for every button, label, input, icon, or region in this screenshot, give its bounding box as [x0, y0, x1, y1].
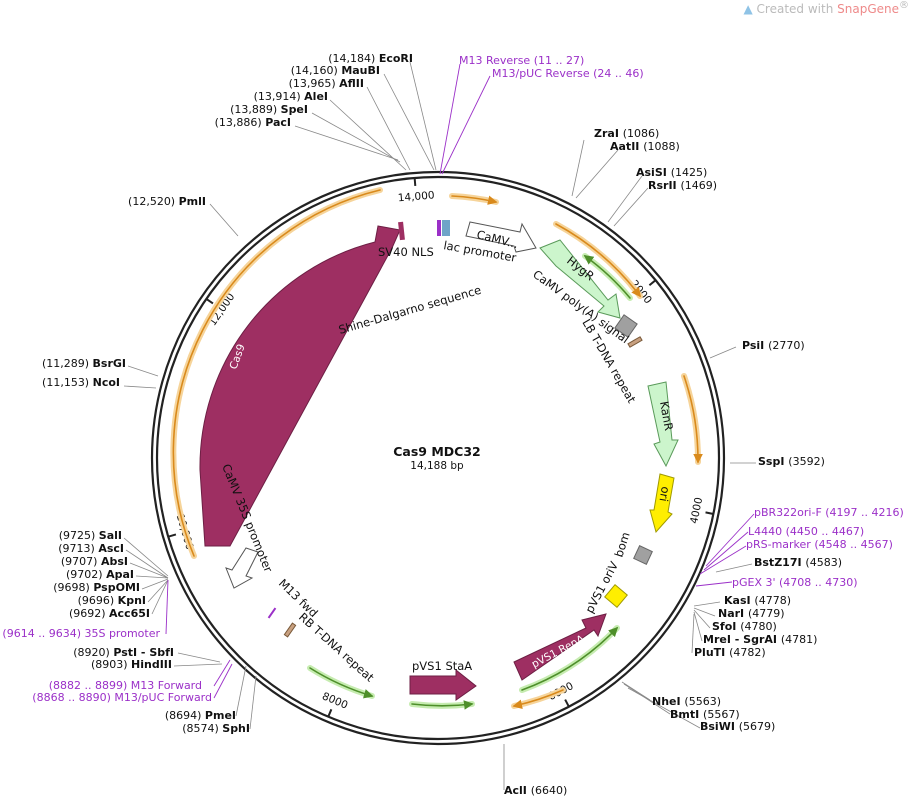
- plasmid-name: Cas9 MDC32: [393, 444, 480, 459]
- enzyme-label[interactable]: BmtI (5567): [670, 708, 740, 721]
- enzyme-label[interactable]: PluTI (4782): [694, 646, 766, 659]
- orf-arcs: [170, 187, 703, 710]
- feature-sv40-nls: [398, 221, 405, 241]
- feature-lac-marker: [437, 220, 441, 236]
- watermark-brand: SnapGene: [837, 2, 899, 16]
- primer-leader-lines: [165, 63, 755, 699]
- feature-bom: [633, 545, 653, 565]
- feature-staa-label: pVS1 StaA: [412, 659, 472, 673]
- plasmid-length: 14,188 bp: [410, 460, 464, 472]
- enzyme-label[interactable]: (8574) SphI: [182, 722, 250, 735]
- tick-label: 14,000: [397, 189, 435, 204]
- enzyme-label[interactable]: (9692) Acc65I: [69, 607, 150, 620]
- feature-m13-fwd: [267, 607, 277, 619]
- orf-arc-kanr: [681, 373, 702, 465]
- backbone-outer: [150, 170, 726, 746]
- primer-label[interactable]: (8882 .. 8899) M13 Forward: [49, 679, 202, 692]
- feature-camv-arrow: [465, 221, 537, 253]
- enzyme-leader-lines: [123, 61, 756, 790]
- feature-rb-tdna: [283, 622, 297, 638]
- enzyme-label[interactable]: NarI (4779): [718, 607, 785, 620]
- snapgene-logo-icon: ▲: [743, 2, 753, 16]
- enzyme-label[interactable]: (13,914) AleI: [254, 90, 328, 103]
- enzyme-label[interactable]: (14,160) MauBI: [291, 64, 380, 77]
- enzyme-labels: (14,184) EcoRI(14,160) MauBI(13,965) Afl…: [42, 52, 842, 797]
- watermark: ▲ Created with SnapGene®: [743, 0, 909, 16]
- enzyme-label[interactable]: SspI (3592): [758, 455, 825, 468]
- enzyme-label[interactable]: SfoI (4780): [712, 620, 777, 633]
- feature-pvs1-repa-arrow: [513, 613, 607, 681]
- primer-label[interactable]: L4440 (4450 .. 4467): [748, 525, 864, 538]
- tick-mark: [564, 699, 570, 708]
- enzyme-label[interactable]: (9702) ApaI: [66, 568, 134, 581]
- primer-label[interactable]: pGEX 3' (4708 .. 4730): [732, 576, 858, 589]
- feature-rb-label: RB T-DNA repeat: [296, 610, 377, 685]
- enzyme-label[interactable]: RsrII (1469): [648, 179, 717, 192]
- primer-label[interactable]: pBR322ori-F (4197 .. 4216): [754, 506, 904, 519]
- feature-lb-tdna: [627, 336, 643, 348]
- primer-labels: M13 Reverse (11 .. 27)M13/pUC Reverse (2…: [2, 54, 903, 704]
- primer-label[interactable]: M13/pUC Reverse (24 .. 46): [492, 67, 644, 80]
- tick-mark: [205, 298, 214, 305]
- enzyme-label[interactable]: MreI - SgrAI (4781): [703, 633, 817, 646]
- enzyme-label[interactable]: KasI (4778): [724, 594, 791, 607]
- feature-sv40-label: SV40 NLS: [378, 245, 434, 259]
- feature-camv35s-arrow: [225, 547, 259, 589]
- primer-label[interactable]: (9614 .. 9634) 35S promoter: [2, 627, 160, 640]
- tick-mark: [413, 177, 417, 187]
- enzyme-label[interactable]: (9713) AscI: [58, 542, 124, 555]
- enzyme-label[interactable]: (12,520) PmlI: [128, 195, 206, 208]
- tick-mark: [648, 279, 657, 287]
- backbone-inner: [155, 175, 721, 741]
- feature-bom-label: bom: [612, 530, 633, 559]
- enzyme-label[interactable]: (8694) PmeI: [165, 709, 236, 722]
- enzyme-label[interactable]: AsiSI (1425): [636, 166, 707, 179]
- feature-ori-arrow: [649, 473, 675, 534]
- watermark-reg: ®: [899, 0, 909, 11]
- feature-kanr-label: KanR: [657, 400, 676, 432]
- feature-pvs1-staa-arrow: [409, 668, 477, 701]
- enzyme-label[interactable]: (9696) KpnI: [78, 594, 146, 607]
- enzyme-label[interactable]: (13,886) PacI: [215, 116, 291, 129]
- primer-label[interactable]: M13 Reverse (11 .. 27): [459, 54, 584, 67]
- feature-pvs1-oriv: [604, 584, 628, 608]
- enzyme-label[interactable]: (8903) HindIII: [91, 658, 172, 671]
- tick-mark: [327, 708, 333, 718]
- enzyme-label[interactable]: (13,965) AflII: [289, 77, 364, 90]
- enzyme-label[interactable]: BstZ17I (4583): [754, 556, 842, 569]
- enzyme-label[interactable]: (9725) SalI: [59, 529, 122, 542]
- feature-m13fwd-label: M13 fwd: [276, 576, 321, 620]
- feature-camv-polya: [614, 314, 638, 338]
- enzyme-label[interactable]: (14,184) EcoRI: [328, 52, 413, 65]
- enzyme-label[interactable]: NheI (5563): [652, 695, 721, 708]
- enzyme-label[interactable]: ZraI (1086): [594, 127, 659, 140]
- primer-label[interactable]: pRS-marker (4548 .. 4567): [746, 538, 893, 551]
- tick-mark: [705, 511, 714, 515]
- enzyme-label[interactable]: AclI (6640): [504, 784, 567, 797]
- enzyme-label[interactable]: BsiWI (5679): [700, 720, 775, 733]
- enzyme-label[interactable]: (11,153) NcoI: [42, 376, 120, 389]
- feature-hygr-arrow: [539, 239, 621, 319]
- enzyme-label[interactable]: (13,889) SpeI: [230, 103, 308, 116]
- feature-ori-label: ori: [656, 485, 672, 502]
- enzyme-label[interactable]: (9698) PspOMI: [53, 581, 140, 594]
- feature-cas9-arrow: [199, 225, 401, 547]
- feature-lac-marker-2: [442, 220, 450, 236]
- tick-label: 8000: [320, 690, 349, 711]
- enzyme-label[interactable]: AatII (1088): [610, 140, 680, 153]
- enzyme-label[interactable]: (9707) AbsI: [61, 555, 128, 568]
- enzyme-label[interactable]: (11,289) BsrGI: [42, 357, 126, 370]
- enzyme-label[interactable]: (8920) PstI - SbfI: [73, 646, 174, 659]
- enzyme-label[interactable]: PsiI (2770): [742, 339, 805, 352]
- primer-label[interactable]: (8868 .. 8890) M13/pUC Forward: [32, 691, 212, 704]
- tick-mark: [167, 533, 177, 538]
- tick-label: 4000: [688, 496, 705, 525]
- feature-kanr-arrow: [647, 381, 679, 468]
- watermark-prefix: Created with: [756, 2, 838, 16]
